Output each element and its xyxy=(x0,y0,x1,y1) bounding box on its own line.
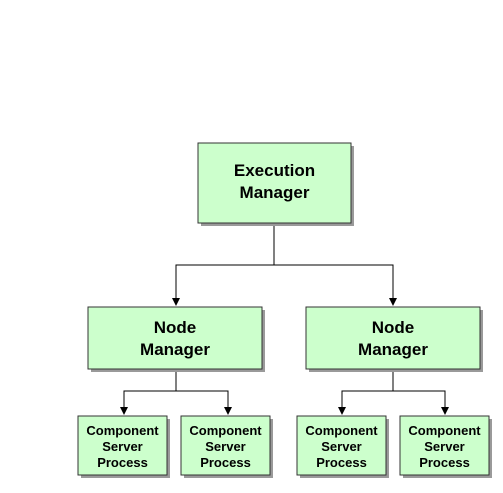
component-server-4-label-line-3: Process xyxy=(419,455,470,470)
node-manager-box-left: Node Manager xyxy=(87,306,265,372)
connector-node-right-to-comp-3 xyxy=(338,369,394,415)
component-server-3-label-line-3: Process xyxy=(316,455,367,470)
component-server-box-4: Component Server Process xyxy=(399,415,492,478)
component-server-1-label-line-1: Component xyxy=(86,423,159,438)
component-server-2-label-line-1: Component xyxy=(189,423,262,438)
component-server-1-label-line-3: Process xyxy=(97,455,148,470)
node-manager-left-label-line-2: Manager xyxy=(140,340,210,359)
node-manager-right-label-line-2: Manager xyxy=(358,340,428,359)
component-server-3-label-line-2: Server xyxy=(321,439,361,454)
component-server-3-label-line-1: Component xyxy=(305,423,378,438)
component-server-box-3: Component Server Process xyxy=(296,415,389,478)
component-server-4-label-line-2: Server xyxy=(424,439,464,454)
node-manager-left-label-line-1: Node xyxy=(154,318,197,337)
component-server-box-2: Component Server Process xyxy=(180,415,273,478)
connector-exec-to-node-right xyxy=(274,264,397,306)
connector-exec-to-node-left xyxy=(172,223,275,306)
node-manager-box-right: Node Manager xyxy=(305,306,483,372)
node-manager-right-label-line-1: Node xyxy=(372,318,415,337)
execution-manager-label-line-2: Manager xyxy=(240,183,310,202)
connector-node-left-to-comp-1 xyxy=(120,369,177,415)
component-server-4-label-line-1: Component xyxy=(408,423,481,438)
component-server-box-1: Component Server Process xyxy=(77,415,170,478)
component-server-2-label-line-2: Server xyxy=(205,439,245,454)
component-server-2-label-line-3: Process xyxy=(200,455,251,470)
connector-node-left-to-comp-2 xyxy=(176,390,232,415)
execution-manager-label-line-1: Execution xyxy=(234,161,315,180)
component-server-1-label-line-2: Server xyxy=(102,439,142,454)
connector-node-right-to-comp-4 xyxy=(393,390,449,415)
execution-manager-box: Execution Manager xyxy=(197,142,354,226)
